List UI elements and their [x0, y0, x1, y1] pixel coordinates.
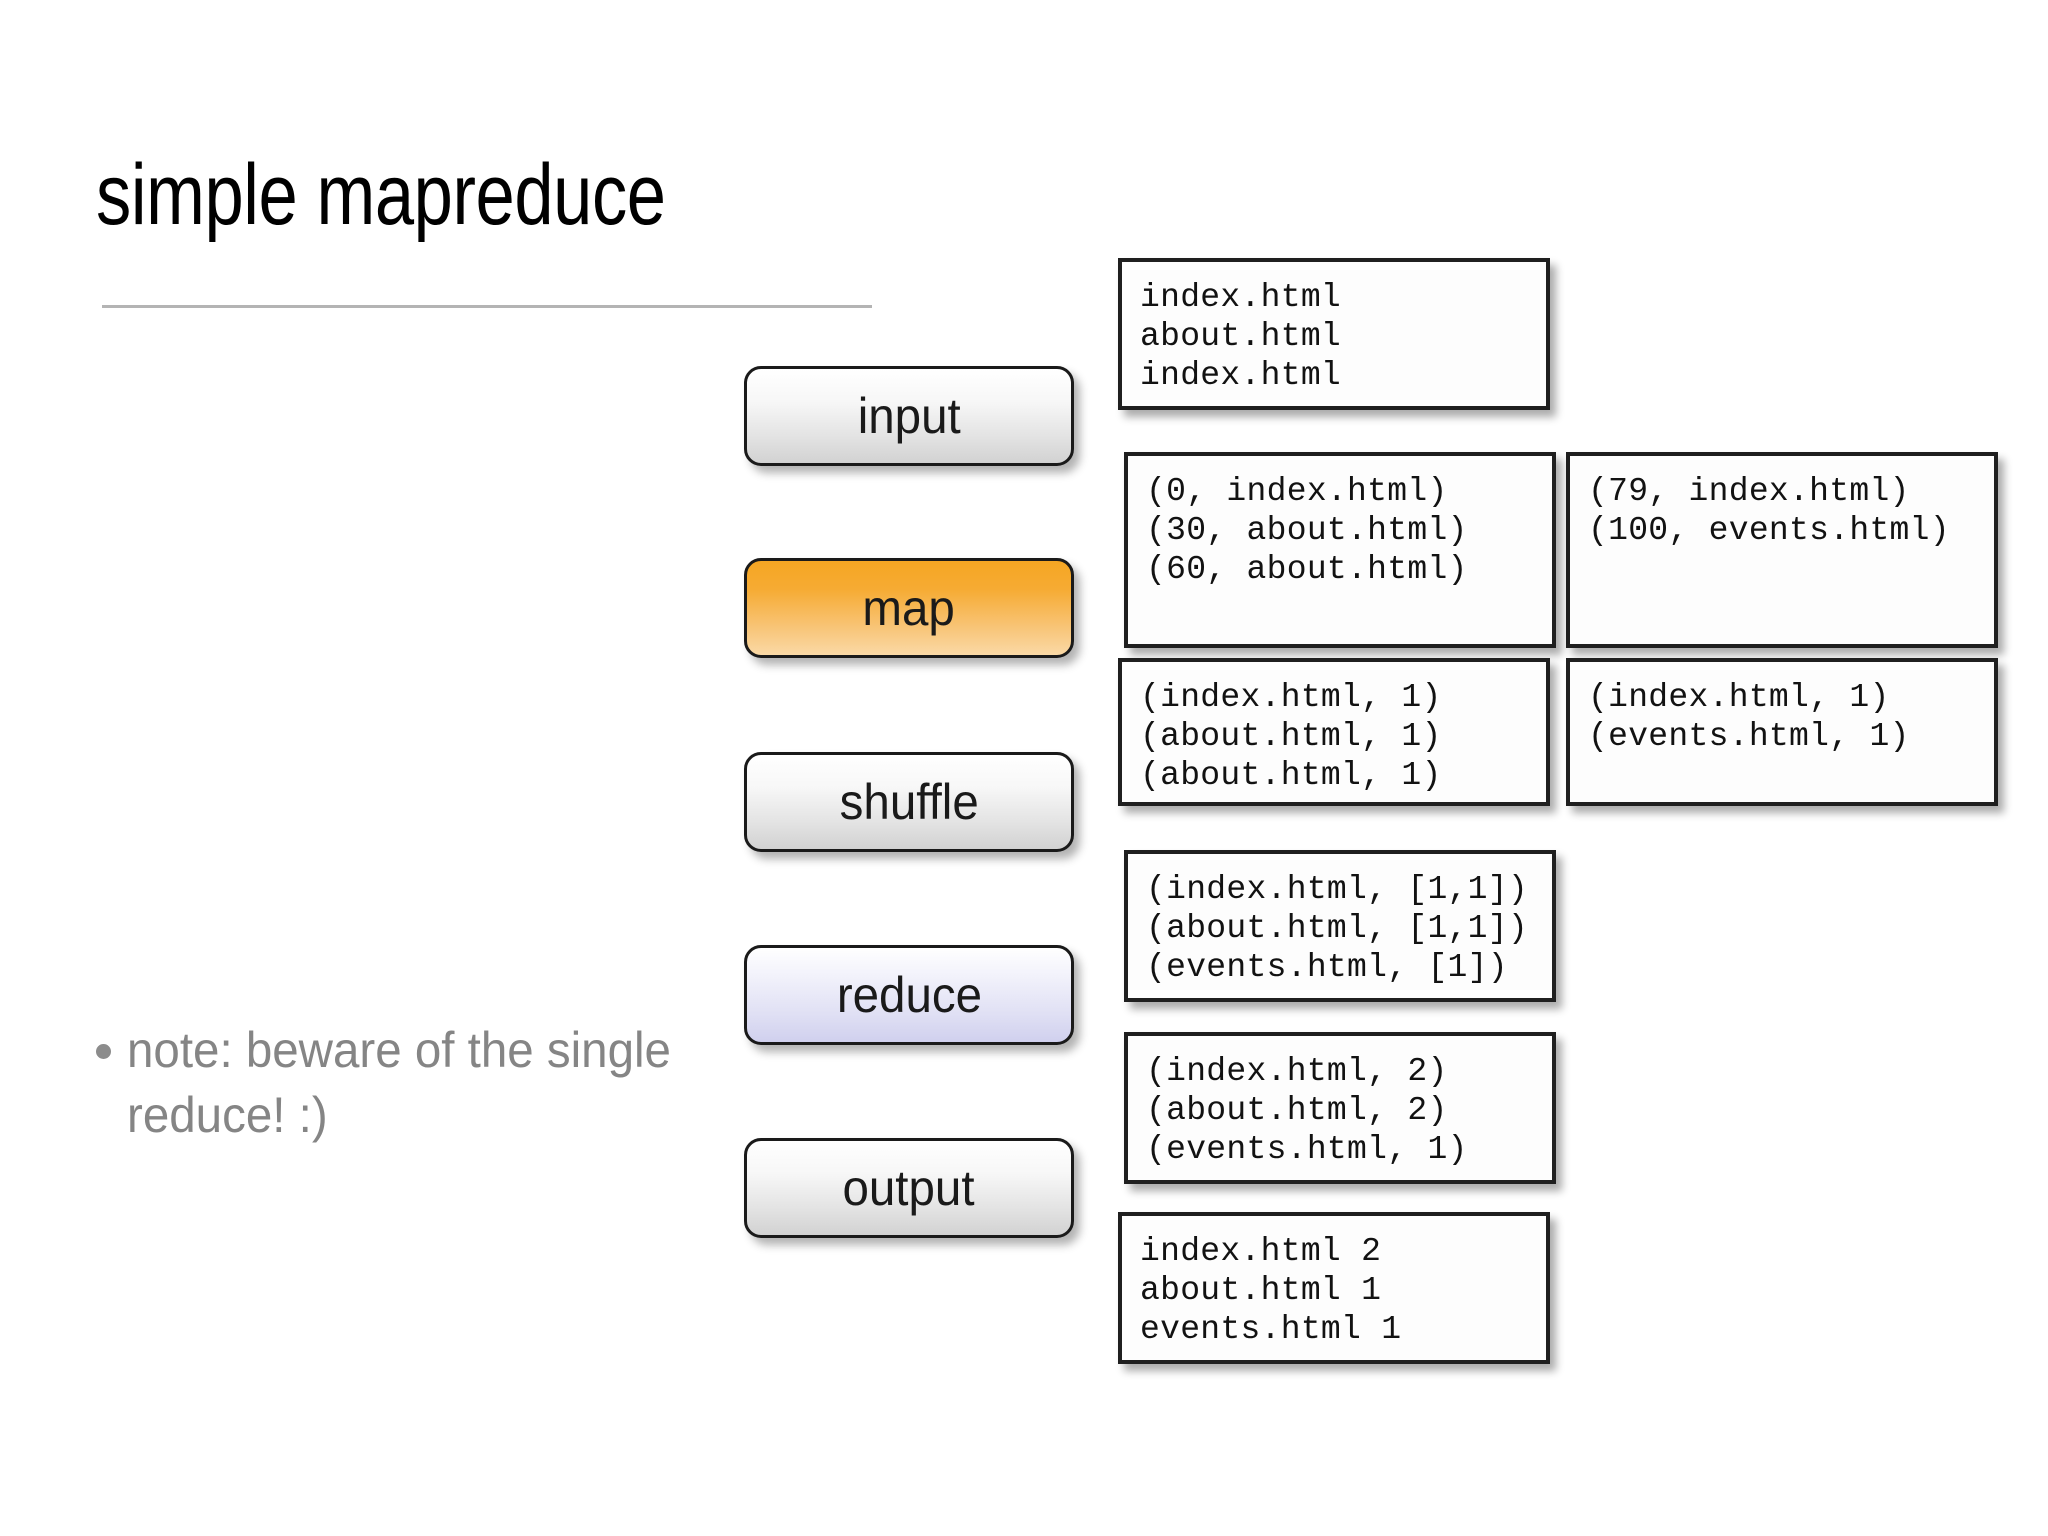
data-box-reduce-output: (index.html, 2) (about.html, 2) (events.…	[1124, 1032, 1556, 1184]
stage-button-map[interactable]: map	[744, 558, 1074, 658]
data-line: about.html 1	[1140, 1272, 1382, 1309]
data-line: about.html	[1140, 318, 1342, 355]
data-line: index.html	[1140, 357, 1342, 394]
data-line: (30, about.html)	[1146, 512, 1468, 549]
page-title: simple mapreduce	[96, 147, 666, 243]
data-line: (100, events.html)	[1588, 512, 1950, 549]
data-line: (79, index.html)	[1588, 473, 1910, 510]
data-box-map-output-split-a: (index.html, 1) (about.html, 1) (about.h…	[1118, 658, 1550, 806]
data-box-map-input-split-a: (0, index.html) (30, about.html) (60, ab…	[1124, 452, 1556, 648]
data-box-input: index.html about.html index.html	[1118, 258, 1550, 410]
stage-button-shuffle[interactable]: shuffle	[744, 752, 1074, 852]
stage-button-input[interactable]: input	[744, 366, 1074, 466]
data-box-map-output-split-b: (index.html, 1) (events.html, 1)	[1566, 658, 1998, 806]
data-line: (about.html, 1)	[1140, 718, 1442, 755]
data-line: (index.html, [1,1])	[1146, 871, 1528, 908]
title-divider	[102, 305, 872, 308]
data-line: (index.html, 1)	[1140, 679, 1442, 716]
data-box-shuffle-output: (index.html, [1,1]) (about.html, [1,1]) …	[1124, 850, 1556, 1002]
data-line: events.html 1	[1140, 1311, 1402, 1348]
data-line: (about.html, 1)	[1140, 757, 1442, 794]
data-line: (index.html, 1)	[1588, 679, 1890, 716]
data-line: (about.html, 2)	[1146, 1092, 1448, 1129]
note-bullet-item: note: beware of the single reduce! :)	[96, 1018, 716, 1148]
stage-button-input-label: input	[857, 388, 961, 444]
bullet-dot-icon	[96, 1044, 111, 1059]
stage-button-reduce[interactable]: reduce	[744, 945, 1074, 1045]
note-bullet-text: note: beware of the single reduce! :)	[127, 1022, 671, 1143]
data-line: (events.html, 1)	[1146, 1131, 1468, 1168]
data-box-final-output: index.html 2 about.html 1 events.html 1	[1118, 1212, 1550, 1364]
stage-button-output[interactable]: output	[744, 1138, 1074, 1238]
data-line: (events.html, [1])	[1146, 949, 1508, 986]
data-line: index.html	[1140, 279, 1342, 316]
data-line: index.html 2	[1140, 1233, 1382, 1270]
stage-button-map-label: map	[862, 580, 956, 636]
data-line: (60, about.html)	[1146, 551, 1468, 588]
data-line: (events.html, 1)	[1588, 718, 1910, 755]
data-line: (index.html, 2)	[1146, 1053, 1448, 1090]
data-line: (about.html, [1,1])	[1146, 910, 1528, 947]
data-line: (0, index.html)	[1146, 473, 1448, 510]
data-box-map-input-split-b: (79, index.html) (100, events.html)	[1566, 452, 1998, 648]
stage-button-reduce-label: reduce	[836, 967, 982, 1023]
stage-button-shuffle-label: shuffle	[839, 774, 979, 830]
stage-button-output-label: output	[842, 1160, 976, 1216]
